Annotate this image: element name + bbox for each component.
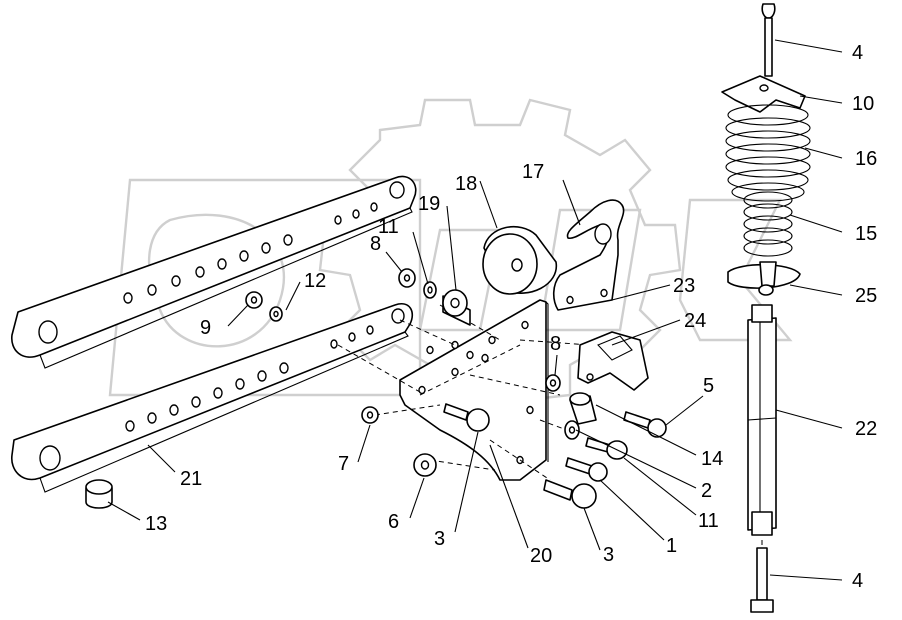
callout-22: 22 (855, 418, 877, 440)
bolt-5 (623, 411, 667, 438)
callout-18: 18 (455, 173, 477, 195)
spring-seat-25 (727, 261, 801, 296)
callout-25: 25 (855, 285, 877, 307)
callout-3-left: 3 (434, 528, 445, 550)
callout-16: 16 (855, 148, 877, 170)
callout-labels: 4 10 16 15 25 22 4 17 18 19 11 8 12 9 23… (145, 42, 877, 592)
bolt-4-top (761, 3, 776, 77)
callout-3-right: 3 (603, 544, 614, 566)
roller-18 (482, 226, 557, 295)
bolt-3-left (443, 403, 490, 432)
nut-8-lower (545, 374, 561, 392)
callout-11-upper: 11 (378, 216, 399, 238)
callout-10: 10 (852, 93, 874, 115)
callout-9: 9 (200, 317, 211, 339)
callout-5: 5 (703, 375, 714, 397)
bolt-3-right (543, 479, 597, 509)
inner-spring-15 (743, 191, 793, 257)
washer-12 (269, 306, 283, 322)
callout-20: 20 (530, 545, 552, 567)
bracket-17 (552, 199, 625, 311)
nut-6 (413, 453, 437, 477)
callout-15: 15 (855, 223, 877, 245)
callout-7: 7 (338, 453, 349, 475)
callout-19: 19 (418, 193, 440, 215)
bolt-4-bottom (750, 547, 774, 613)
callout-4-top: 4 (852, 42, 863, 64)
callout-11-lower: 11 (698, 510, 719, 532)
spacer-14 (569, 392, 597, 425)
nut-8-upper (398, 268, 416, 288)
lower-lever-arm (11, 303, 414, 493)
tension-rod-22 (747, 304, 777, 536)
callout-14: 14 (701, 448, 723, 470)
callout-4-bottom: 4 (852, 570, 863, 592)
callout-1: 1 (666, 535, 677, 557)
bolt-1 (565, 457, 608, 482)
assembly-lines (337, 82, 769, 548)
callout-2: 2 (701, 480, 712, 502)
washer-11-upper (423, 281, 437, 299)
clamp-24 (577, 331, 649, 391)
callout-13: 13 (145, 513, 167, 535)
callout-23: 23 (673, 275, 695, 297)
washer-11-lower (564, 420, 580, 440)
callout-24: 24 (684, 310, 706, 332)
upper-lever-arm (11, 175, 417, 369)
nut-9 (245, 291, 263, 309)
spring-cap-10 (721, 75, 806, 113)
callout-21: 21 (180, 468, 202, 490)
outer-spring-16 (725, 104, 811, 202)
bushing-13 (85, 479, 113, 509)
callout-17: 17 (522, 161, 544, 183)
callout-6: 6 (388, 511, 399, 533)
nut-7 (361, 406, 379, 424)
callout-8-upper: 8 (370, 233, 381, 255)
bolt-2 (585, 437, 628, 460)
leader-lines (107, 39, 843, 581)
mounting-plate (399, 299, 549, 481)
bushing-19 (442, 289, 471, 326)
callout-12: 12 (304, 270, 326, 292)
callout-8-lower: 8 (550, 333, 561, 355)
